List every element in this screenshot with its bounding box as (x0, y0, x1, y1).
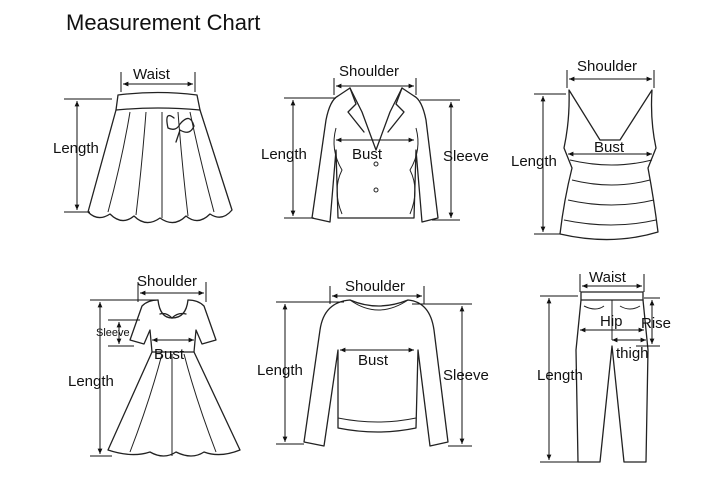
sweater-sleeve-label: Sleeve (443, 367, 489, 384)
skirt-waist-marker (120, 72, 196, 92)
tank-top-length-label: Length (511, 153, 557, 170)
pants-thigh-label: thigh (616, 345, 649, 362)
pants-length-label: Length (537, 367, 583, 384)
dress-bust-label: Bust (154, 346, 185, 363)
jacket-sleeve-label: Sleeve (443, 148, 489, 165)
dress-sleeve-label: Sleeve (96, 327, 130, 339)
sweater-length-label: Length (257, 362, 303, 379)
sweater-sleeve-marker (412, 303, 472, 447)
jacket-sleeve-marker (420, 99, 460, 221)
jacket-length-marker (284, 97, 336, 219)
sweater-figure (303, 299, 449, 447)
dress-shoulder-label: Shoulder (137, 273, 197, 290)
sweater-length-marker (276, 301, 344, 445)
pants-waist-label: Waist (589, 269, 627, 286)
pants-hip-label: Hip (600, 313, 623, 330)
skirt-length-marker (64, 98, 112, 213)
dress-shoulder-marker (137, 282, 207, 302)
sweater-bust-label: Bust (358, 352, 389, 369)
dress-length-label: Length (68, 373, 114, 390)
pants-rise-marker (636, 297, 660, 347)
skirt-figure (87, 91, 233, 224)
jacket-shoulder-marker (333, 78, 417, 95)
jacket-figure (311, 87, 439, 223)
skirt-length-label: Length (53, 140, 99, 157)
sweater-shoulder-marker (329, 286, 425, 304)
pants-rise-label: Rise (641, 315, 671, 332)
jacket-length-label: Length (261, 146, 307, 163)
jacket-bust-label: Bust (352, 146, 383, 163)
dress-sleeve-marker (108, 319, 140, 347)
sweater-shoulder-label: Shoulder (345, 278, 405, 295)
pants-waist-marker (579, 274, 645, 292)
tank-top-shoulder-label: Shoulder (577, 58, 637, 75)
dress-figure (107, 299, 241, 457)
tank-top-length-marker (534, 93, 566, 235)
tank-top-shoulder-marker (566, 70, 655, 88)
tank-top-figure (559, 89, 659, 241)
dress-length-marker (90, 299, 156, 457)
jacket-shoulder-label: Shoulder (339, 63, 399, 80)
skirt-waist-label: Waist (133, 66, 171, 83)
tank-top-bust-label: Bust (594, 139, 625, 156)
page-title: Measurement Chart (66, 10, 261, 35)
pants-length-marker (540, 295, 578, 463)
pants-figure (575, 291, 649, 463)
